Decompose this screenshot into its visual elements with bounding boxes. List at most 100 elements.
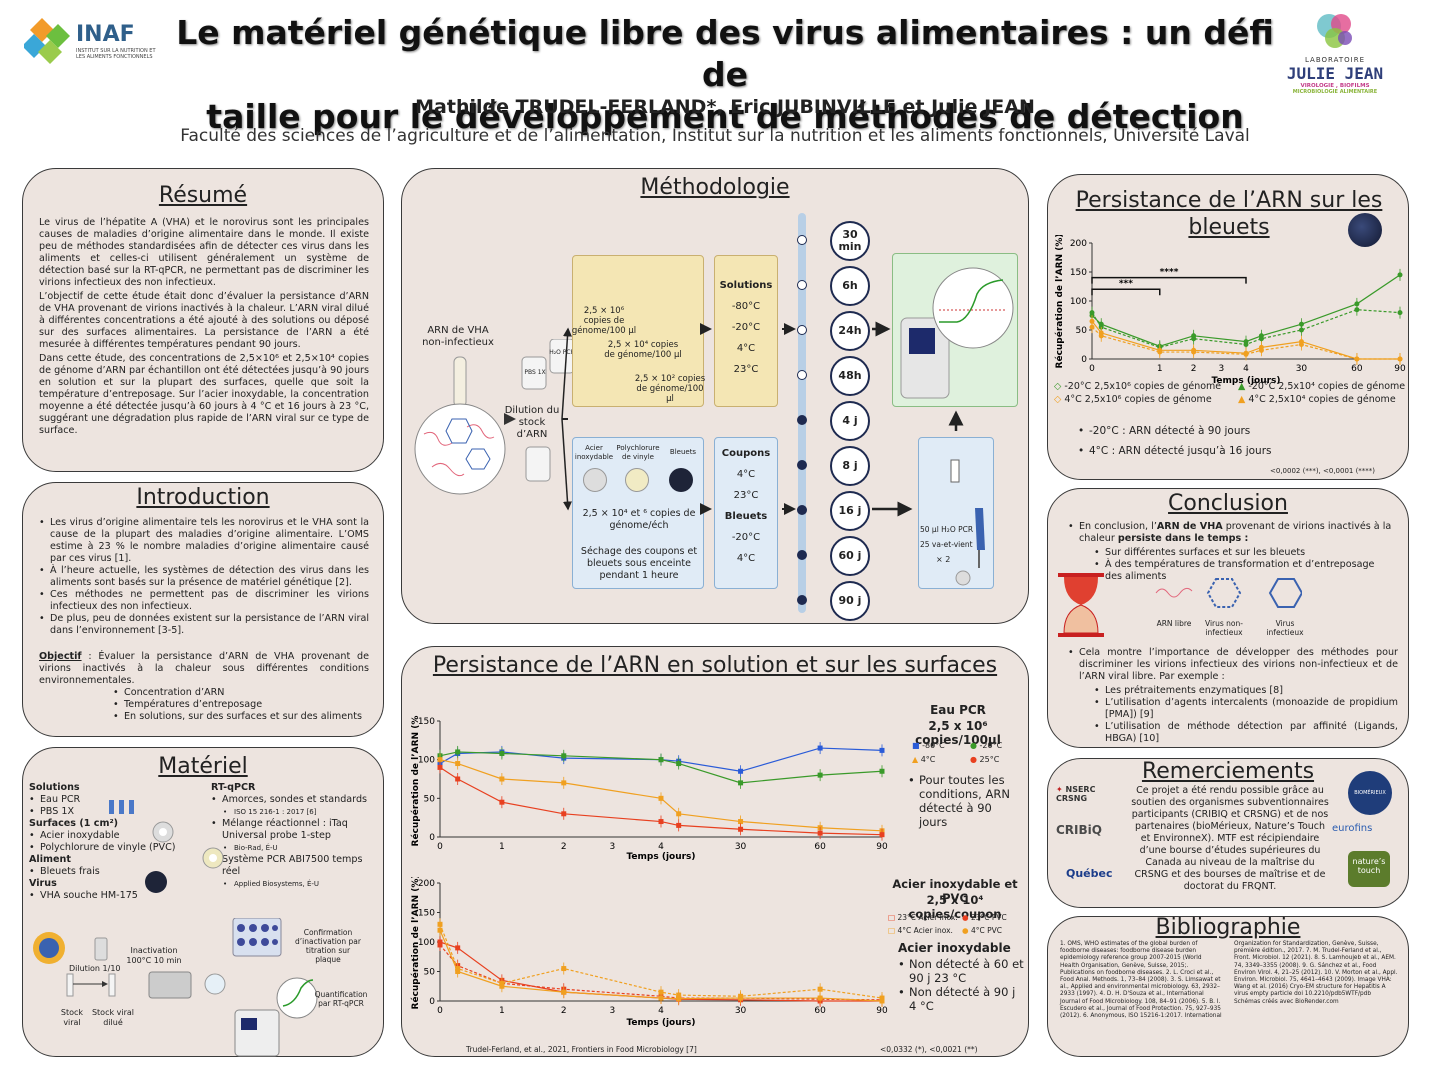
data-point [1397, 310, 1403, 316]
meth-drying: Séchage des coupons et bleuets sous ence… [580, 546, 698, 581]
remerciements-text: Ce projet a été rendu possible grâce au … [1131, 785, 1329, 892]
introduction-panel: Introduction Les virus d’origine aliment… [22, 482, 384, 737]
y-tick-label: 50 [1076, 326, 1088, 336]
legend-item: ● 4°C PVC [962, 926, 1002, 935]
conclusion-panel: Conclusion En conclusion, l’ARN de VHA p… [1047, 488, 1409, 748]
materiel-workflow [33, 918, 318, 1057]
remerciements-panel: Remerciements Ce projet a été rendu poss… [1047, 758, 1409, 908]
data-point [499, 750, 505, 756]
timeline-dot [797, 415, 807, 425]
x-tick-label: 90 [876, 1006, 888, 1016]
top-chart-title2: 2,5 x 10⁶ copies/100µl [915, 719, 1001, 747]
meth-pbs-label: PBS 1X [524, 369, 546, 376]
data-point [1354, 356, 1360, 362]
data-point [879, 832, 885, 838]
text: ARN de VHA [1156, 521, 1223, 532]
introduction-list: Les virus d’origine alimentaire tels les… [39, 517, 369, 637]
data-point [658, 819, 664, 825]
data-point [817, 986, 823, 992]
conclusion-bullet-2: Cela montre l’importance de développer d… [1068, 647, 1398, 683]
significance-bracket [1091, 276, 1247, 284]
materiel-panel: Matériel Solutions Eau PCRPBS 1X Surface… [22, 747, 384, 1057]
timepoint-7: 60 j [830, 536, 870, 576]
blueberry-icon [669, 468, 693, 492]
data-point [455, 776, 461, 782]
legend-item: ● 23°C PVC [962, 913, 1007, 922]
timepoint-0: 30 min [830, 221, 870, 261]
conclusion-list-1: En conclusion, l’ARN de VHA provenant de… [1068, 521, 1398, 545]
conclusion-list-2: Cela montre l’importance de développer d… [1068, 647, 1398, 683]
mat-sol-2: PBS 1X [29, 806, 199, 818]
poster-title-line1: Le matériel génétique libre des virus al… [176, 13, 1274, 94]
data-point [1243, 342, 1249, 347]
persistance-panel: Persistance de l’ARN en solution et sur … [401, 646, 1029, 1057]
data-point [817, 995, 823, 1001]
timepoint-4: 4 j [830, 401, 870, 441]
mat-rt-2a: Bio-Rad, É-U [223, 842, 379, 854]
text: provenant de virions inactivés à la chal… [1079, 521, 1392, 544]
remerciements-title: Remerciements [1141, 759, 1315, 784]
meth-coupon-conc: 2,5 × 10⁴ et ⁶ copies de génome/éch [582, 508, 696, 531]
resume-text: Le virus de l’hépatite A (VHA) et le nor… [39, 217, 369, 437]
x-tick-label: 3 [610, 842, 616, 852]
meth-sol-temp-2: -20°C [731, 322, 761, 333]
y-tick-label: 0 [429, 997, 435, 1007]
conclusion-sub-2: À des températures de transformation et … [1094, 559, 1394, 583]
hourglass-icon [1058, 573, 1104, 637]
y-tick-label: 0 [429, 833, 435, 843]
mat-dilution: Dilution 1/10 [69, 964, 121, 973]
pcr-machine-icon [900, 267, 1014, 399]
bleuets-pvalues: <0,0002 (***), <0,0001 (****) [1270, 467, 1376, 475]
timepoint-1: 6h [830, 266, 870, 306]
legend-label: 4°C PVC [970, 926, 1002, 935]
top-note-list: Pour toutes les conditions, ARN détecté … [908, 773, 1020, 829]
legend-item: ◇ -20°C 2,5x10⁶ copies de génome [1054, 381, 1222, 392]
bot-chart-title2: 2,5 x 10⁴ copies/coupon [908, 893, 1002, 921]
natures-touch-logo: nature’s touch [1348, 851, 1390, 887]
y-axis-label: Récupération de l’ARN (%) [1054, 235, 1065, 368]
mat-rt-1a: ISO 15 216-1 : 2017 [6] [223, 806, 379, 818]
x-tick-label: 1 [499, 1006, 505, 1016]
timepoint-3: 48h [830, 356, 870, 396]
conclusion-examples: Les prétraitements enzymatiques [8] L’ut… [1094, 685, 1398, 745]
legend-label: -80°C [922, 741, 945, 750]
mat-stock-viral: Stock viral [60, 1008, 84, 1027]
x-tick-label: 90 [876, 842, 888, 852]
legend-item: ◇ 4°C 2,5x10⁶ copies de génome [1054, 394, 1212, 405]
text: persiste dans le temps : [1117, 533, 1249, 544]
inaf-logo-sub: INSTITUT SUR LA NUTRITION ET LES ALIMENT… [76, 48, 156, 60]
resume-panel: Résumé Le virus de l’hépatite A (VHA) et… [22, 168, 384, 472]
data-point [658, 757, 664, 763]
biomerieux-logo: BIOMÉRIEUX [1348, 771, 1392, 815]
bot-note-list: Non détecté à 60 et 90 j 23 °C Non détec… [898, 957, 1024, 1013]
y-tick-label: 50 [424, 794, 436, 804]
inaf-logo-text: INAF [76, 22, 135, 47]
biblio-left: 1. OMS, WHO estimates of the global burd… [1060, 941, 1222, 1020]
y-tick-label: 0 [1081, 355, 1087, 365]
bot-chart-title1: Acier inoxydable et PVC [892, 877, 1018, 905]
legend-label: 25°C [979, 755, 1000, 764]
legend-label: 23°C PVC [970, 913, 1007, 922]
x-tick-label: 30 [735, 842, 747, 852]
resume-p1: Le virus de l’hépatite A (VHA) et le nor… [39, 217, 369, 288]
blueberry-icon [1348, 213, 1382, 247]
data-point [1298, 327, 1304, 333]
tube-icon [109, 800, 114, 814]
meth-h2o-label: H₂O PCR [549, 349, 575, 356]
resume-title: Résumé [158, 183, 248, 208]
introduction-title: Introduction [136, 485, 270, 510]
legend-label: 23°C Acier inox. [897, 913, 958, 922]
inaf-logo-icon [22, 18, 70, 64]
maple-leaf-icon: ✦ [1056, 785, 1063, 794]
legend-item: ■ -80°C [912, 741, 945, 750]
x-tick-label: 0 [437, 1006, 443, 1016]
y-tick-label: 150 [418, 717, 435, 727]
timeline-dot [797, 460, 807, 470]
x-axis-label: Temps (jours) [626, 1018, 695, 1027]
meth-conc-2: 2,5 × 10⁴ copies de génome/100 µl [604, 340, 682, 360]
bot-note-heading: Acier inoxydable [898, 941, 1011, 955]
conclusion-ex-3: L’utilisation de méthode détection par a… [1094, 721, 1398, 745]
conclusion-title: Conclusion [1168, 491, 1288, 516]
